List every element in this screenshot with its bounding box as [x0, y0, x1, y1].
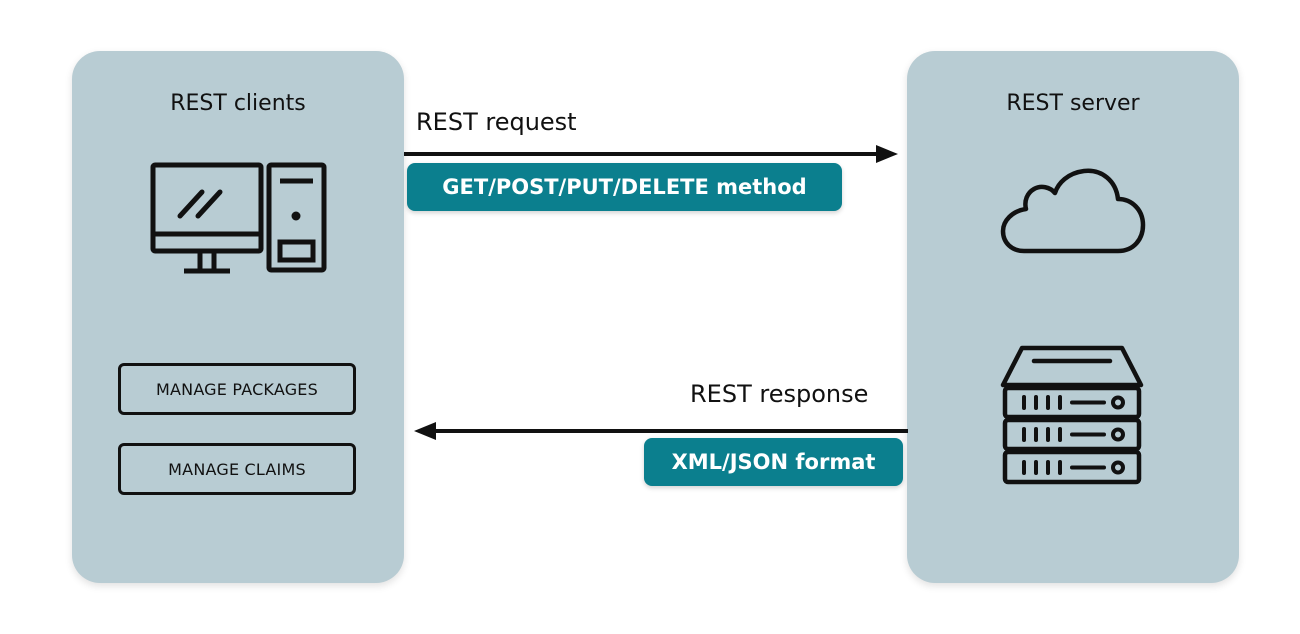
response-format-badge: XML/JSON format — [644, 438, 903, 486]
server-panel: REST server — [907, 51, 1239, 583]
response-arrow — [414, 422, 908, 440]
server-rack-icon — [1000, 345, 1144, 485]
cloud-icon — [1000, 168, 1146, 254]
feature-box-manage-claims: MANAGE CLAIMS — [118, 443, 356, 495]
server-panel-title: REST server — [1006, 91, 1140, 116]
client-panel: REST clients MANAGE PACKAGES MANAGE CLAI… — [72, 51, 404, 583]
request-arrow — [404, 145, 898, 163]
client-panel-title: REST clients — [170, 91, 306, 116]
feature-box-manage-packages: MANAGE PACKAGES — [118, 363, 356, 415]
desktop-computer-icon — [150, 162, 327, 274]
response-label: REST response — [690, 380, 869, 408]
request-label: REST request — [416, 108, 577, 136]
request-method-badge: GET/POST/PUT/DELETE method — [407, 163, 842, 211]
